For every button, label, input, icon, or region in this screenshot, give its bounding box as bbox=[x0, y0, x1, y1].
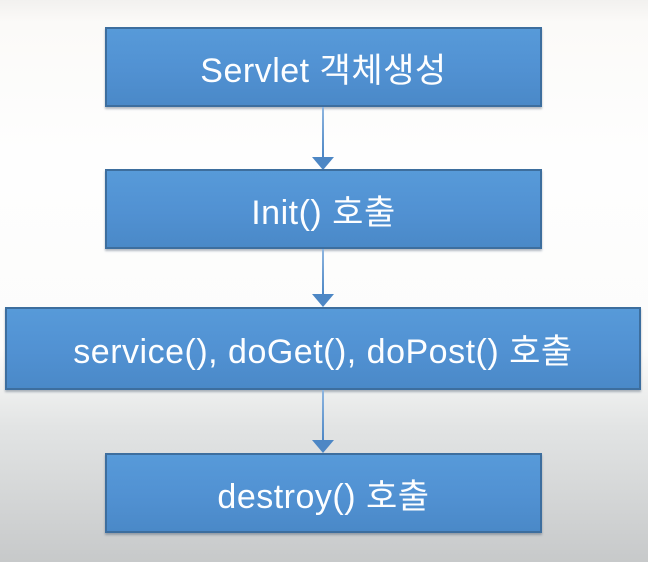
flow-box-label: service(), doGet(), doPost() 호출 bbox=[73, 333, 573, 371]
flow-box-destroy-call: destroy() 호출 bbox=[105, 453, 542, 533]
flow-box-servlet-object-creation: Servlet 객체생성 bbox=[105, 27, 542, 107]
arrow-head-icon bbox=[312, 440, 334, 453]
down-arrow-connector-1 bbox=[311, 107, 335, 170]
flow-box-label: Init() 호출 bbox=[251, 193, 396, 232]
arrow-head-icon bbox=[312, 294, 334, 307]
flow-box-service-doget-dopost-call: service(), doGet(), doPost() 호출 bbox=[5, 307, 641, 390]
arrow-shaft bbox=[322, 390, 324, 440]
flow-box-label: destroy() 호출 bbox=[217, 477, 430, 516]
arrow-shaft bbox=[322, 249, 324, 294]
down-arrow-connector-2 bbox=[311, 249, 335, 307]
flow-box-init-call: Init() 호출 bbox=[105, 169, 542, 249]
arrow-head-icon bbox=[312, 157, 334, 170]
flow-box-label: Servlet 객체생성 bbox=[200, 51, 447, 90]
arrow-shaft bbox=[322, 107, 324, 157]
down-arrow-connector-3 bbox=[311, 390, 335, 453]
